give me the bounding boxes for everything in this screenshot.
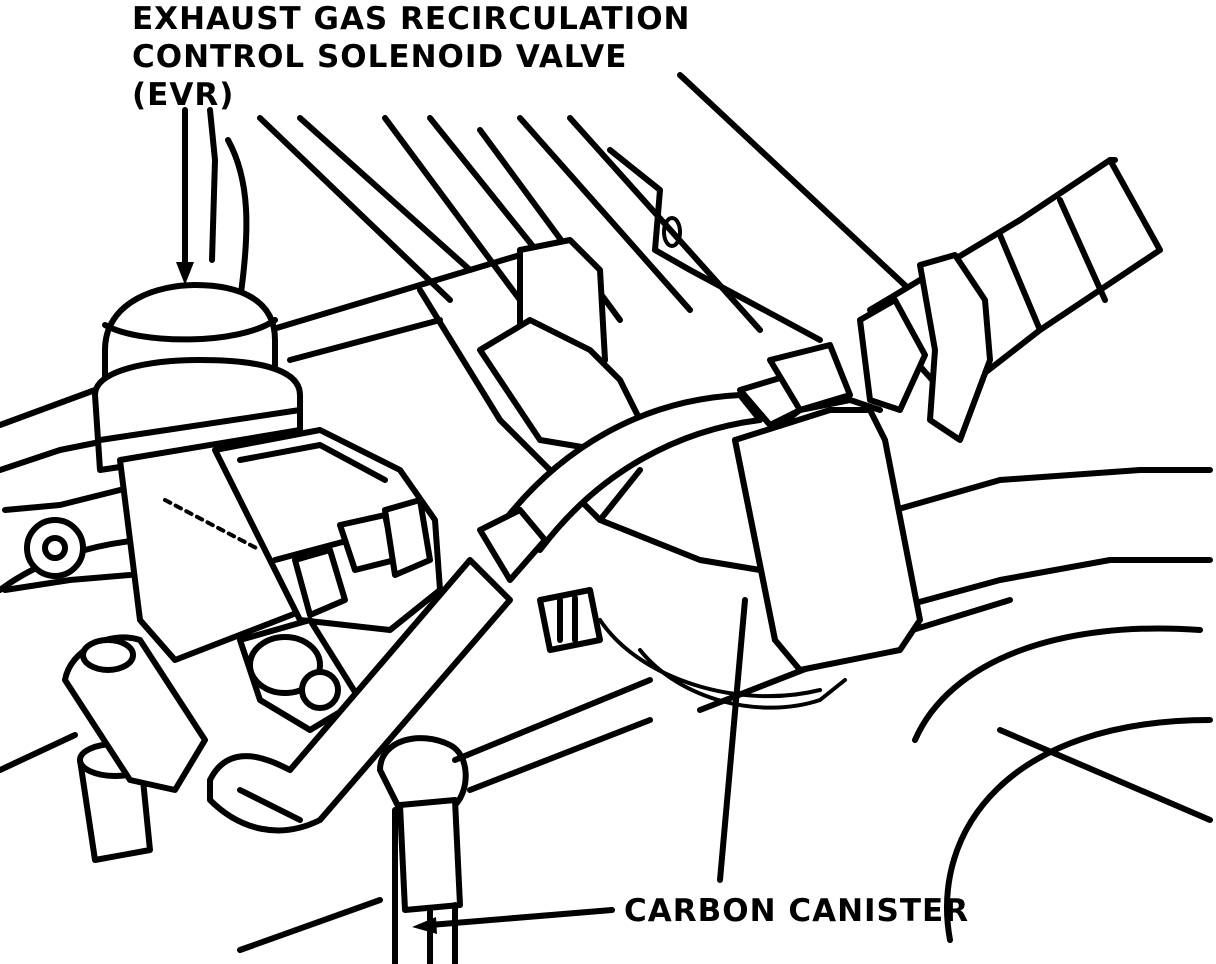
evr-label-line2: CONTROL SOLENOID VALVE: [132, 39, 628, 75]
leader-lines: [176, 107, 748, 934]
rear-housing: [417, 237, 763, 573]
carbon-canister: [598, 397, 923, 710]
evr-label-line3: (EVR): [132, 77, 235, 113]
lower-fittings: [62, 557, 653, 964]
vacuum-hose: [477, 342, 853, 583]
evr-label-line1: EXHAUST GAS RECIRCULATION: [132, 1, 691, 37]
canister-leader-arrow-left: [412, 917, 437, 934]
hose-bundle: [207, 72, 913, 343]
upper-right-hose: [857, 157, 1163, 443]
right-hoses: [912, 157, 1213, 943]
carbon-canister-callout-label: CARBON CANISTER: [624, 893, 970, 929]
evr-leader-arrow: [176, 262, 194, 285]
evr-solenoid-body: [2, 282, 443, 663]
evr-callout-label: EXHAUST GAS RECIRCULATION CONTROL SOLENO…: [132, 0, 691, 114]
